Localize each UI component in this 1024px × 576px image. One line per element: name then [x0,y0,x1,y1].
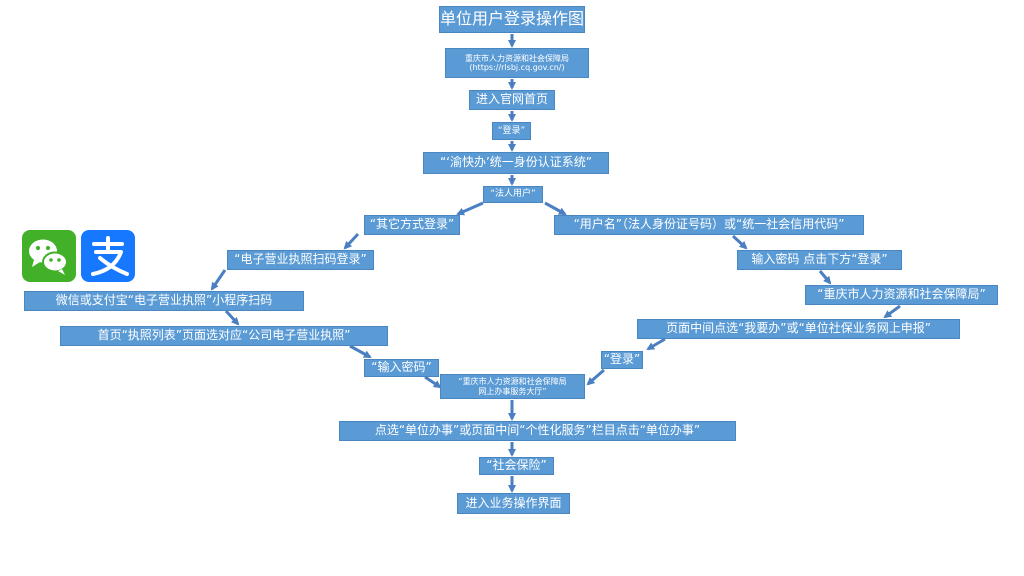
title-node: 单位用户登录操作图 [439,6,585,33]
mini-program-scan-node: 微信或支付宝“电子营业执照”小程序扫码 [24,291,304,311]
login-node: “登录” [492,122,531,140]
social-insurance-node: “社会保险” [479,457,554,475]
bureau-quote-node: “重庆市人力资源和社会保障局” [805,285,998,305]
license-list-node: 首页“执照列表”页面选对应“公司电子营业执照” [60,326,388,346]
other-login-methods-node: “其它方式登录” [364,215,460,235]
enter-business-interface-node: 进入业务操作界面 [457,493,570,514]
arrow-bureau-quote-to-middle [883,304,901,319]
arrow-mini-to-license-list [224,309,240,326]
homepage-node: 进入官网首页 [469,90,555,110]
middle-select-node: 页面中间点选“我要办”或“单位社保业务网上申报” [637,319,960,339]
input-password-node: “输入密码” [364,359,439,377]
arrow-enter-password-to-bureau-quote [818,270,832,285]
arrow-license-scan-to-mini [210,269,227,291]
click-unit-affairs-node: 点选“单位办事”或页面中间“个性化服务”栏目点击“单位办事” [339,421,736,441]
legal-user-node: “法人用户” [483,186,543,203]
arrow-legal-user-to-username [544,201,567,216]
enter-password-node: 输入密码 点击下方“登录” [737,250,902,270]
arrow-license-list-to-input [349,344,372,359]
bureau-website-node: 重庆市人力资源和社会保障局 (https://rlsbj.cq.gov.cn/) [445,48,589,78]
arrow-middle-to-login2 [646,337,666,351]
wechat-icon [22,230,76,282]
arrow-username-to-enter-password [731,234,748,250]
arrow-legal-user-to-other [456,201,484,216]
alipay-icon [81,230,135,282]
arrow-login2-to-service-hall [586,368,605,386]
arrow-other-to-license-scan [343,232,360,250]
arrow-input-to-service-hall [424,375,442,389]
license-scan-login-node: “电子营业执照扫码登录” [227,250,374,270]
username-node: “用户名”（法人身份证号码）或“统一社会信用代码” [554,215,864,235]
service-hall-node: “重庆市人力资源和社会保障局 网上办事服务大厅” [440,374,585,399]
yukuaiban-auth-node: “‘渝快办’统一身份认证系统” [423,152,609,174]
login-node-2: “登录” [601,351,643,369]
